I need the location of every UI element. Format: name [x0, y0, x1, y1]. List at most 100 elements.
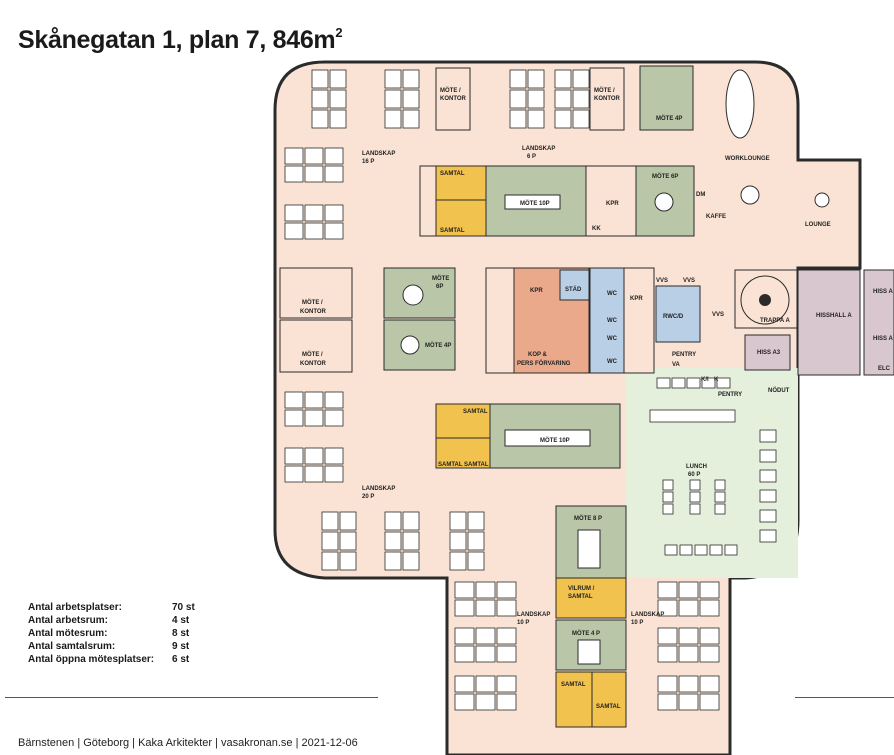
- spiral-stair: [740, 275, 790, 325]
- desk: [454, 645, 475, 663]
- desk: [402, 69, 420, 89]
- room-hiss-right: [863, 269, 894, 376]
- desk: [496, 581, 517, 599]
- label-stad: STÄD: [565, 286, 582, 293]
- desk: [402, 109, 420, 129]
- desk: [496, 645, 517, 663]
- desk: [475, 581, 496, 599]
- desk: [496, 675, 517, 693]
- label-landskap-10-rightb: 10 P: [631, 620, 643, 626]
- label-samtal-2: SAMTAL: [440, 228, 465, 234]
- desk: [304, 147, 324, 165]
- desk: [572, 109, 590, 129]
- room-labels: MÖTE / KONTOR MÖTE / KONTOR MÖTE 4P LAND…: [300, 87, 893, 710]
- desk: [384, 551, 402, 571]
- label-landskap-6b: 6 P: [527, 154, 536, 160]
- desk: [467, 511, 485, 531]
- stat-row: Antal samtalsrum:9 st: [28, 640, 198, 653]
- label-samtal-1: SAMTAL: [440, 171, 465, 177]
- label-vvs3: VVS: [712, 312, 724, 318]
- desk: [402, 551, 420, 571]
- desk: [449, 511, 467, 531]
- label-mote-kontor-1: MÖTE /: [440, 87, 461, 94]
- label-mote-4p-left: MÖTE 4P: [425, 342, 451, 349]
- room-wc-block: [589, 267, 625, 374]
- desk: [664, 544, 678, 556]
- room-samtal-2: [435, 199, 487, 237]
- desk: [657, 675, 678, 693]
- desk: [714, 503, 726, 515]
- desk: [304, 204, 324, 222]
- desk: [699, 627, 720, 645]
- desk: [689, 479, 701, 491]
- label-lounge: LOUNGE: [805, 222, 831, 228]
- meeting-table-round: [654, 192, 674, 212]
- desk-clusters: [284, 69, 777, 711]
- desk: [714, 491, 726, 503]
- room-rwc: [655, 285, 701, 343]
- core-stair: [485, 267, 515, 374]
- desk: [284, 391, 304, 409]
- label-kop-persb: PERS FÖRVARING: [517, 360, 571, 367]
- desk: [324, 204, 344, 222]
- stat-row: Antal mötesrum:8 st: [28, 627, 198, 640]
- desk: [384, 109, 402, 129]
- label-wc3: WC: [607, 336, 618, 342]
- desk: [449, 551, 467, 571]
- label-pentry-core: PENTRY: [672, 352, 696, 358]
- label-wc2: WC: [607, 318, 618, 324]
- desk: [304, 222, 324, 240]
- desk: [467, 531, 485, 551]
- page-title: Skånegatan 1, plan 7, 846m2: [18, 25, 343, 55]
- label-mote-kontor-2: MÖTE /: [594, 87, 615, 94]
- spiral-stair-core: [759, 294, 771, 306]
- desk: [454, 675, 475, 693]
- desk: [284, 447, 304, 465]
- desk: [699, 675, 720, 693]
- desk: [759, 509, 777, 523]
- desk: [329, 69, 347, 89]
- desk: [678, 645, 699, 663]
- label-hiss-a3: HISS A3: [757, 350, 781, 356]
- desk: [339, 511, 357, 531]
- footer-credits: Bärnstenen | Göteborg | Kaka Arkitekter …: [18, 737, 358, 749]
- meeting-table-round: [402, 284, 424, 306]
- room-samtal-7: [591, 671, 627, 728]
- desk: [671, 377, 686, 389]
- meeting-table-round: [400, 335, 420, 355]
- label-hiss-right-2: HISS A: [873, 336, 893, 342]
- desk: [699, 693, 720, 711]
- label-samtal-4: SAMTAL: [438, 462, 463, 468]
- desk: [321, 531, 339, 551]
- desk: [701, 377, 716, 389]
- label-kk: KK: [592, 226, 601, 232]
- desk: [321, 511, 339, 531]
- stat-row: Antal öppna mötesplatser:6 st: [28, 653, 198, 666]
- desk: [714, 479, 726, 491]
- desk: [454, 581, 475, 599]
- desk: [759, 489, 777, 503]
- label-lunch: LUNCH: [686, 464, 707, 470]
- label-mote-kontor-left-1b: KONTOR: [300, 309, 327, 315]
- label-kpr-core: KPR: [530, 288, 543, 294]
- room-hisshall: [797, 269, 861, 376]
- label-wc4: WC: [607, 359, 618, 365]
- desk: [284, 465, 304, 483]
- desk: [339, 531, 357, 551]
- stat-value: 6 st: [172, 654, 190, 665]
- label-vvs1: VVS: [656, 278, 668, 284]
- desk: [284, 147, 304, 165]
- meeting-table: [577, 529, 601, 569]
- desk: [554, 109, 572, 129]
- label-k-core-1: K/I: [701, 377, 709, 383]
- stat-value: 70 st: [172, 602, 195, 613]
- label-wc1: WC: [607, 291, 618, 297]
- desk: [509, 89, 527, 109]
- desk: [699, 599, 720, 617]
- desk: [454, 627, 475, 645]
- label-kop-pers: KOP &: [528, 352, 548, 358]
- desk: [662, 491, 674, 503]
- label-va: VA: [672, 362, 681, 368]
